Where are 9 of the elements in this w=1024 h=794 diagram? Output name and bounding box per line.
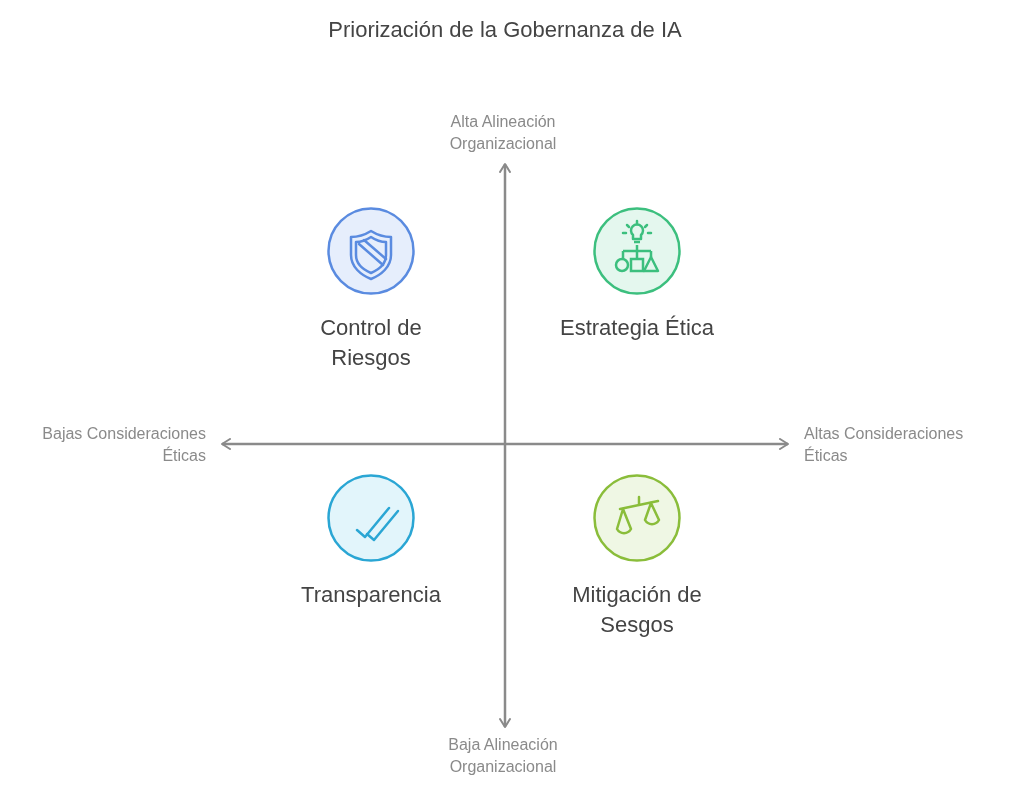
diagram-title: Priorización de la Gobernanza de IA xyxy=(327,16,683,44)
quadrant-label: Estrategia Ética xyxy=(559,314,715,342)
quadrant-label: Control de Riesgos xyxy=(319,314,423,372)
axis-label: Bajas Consideraciones Éticas xyxy=(41,424,206,466)
axis-label: Altas Consideraciones Éticas xyxy=(804,424,965,466)
quadrant-label: Mitigación de Sesgos xyxy=(571,581,703,639)
quadrant-label: Transparencia xyxy=(301,581,441,609)
axis-label: Baja Alineación Organizacional xyxy=(447,735,559,777)
axis-label: Alta Alineación Organizacional xyxy=(448,112,558,154)
